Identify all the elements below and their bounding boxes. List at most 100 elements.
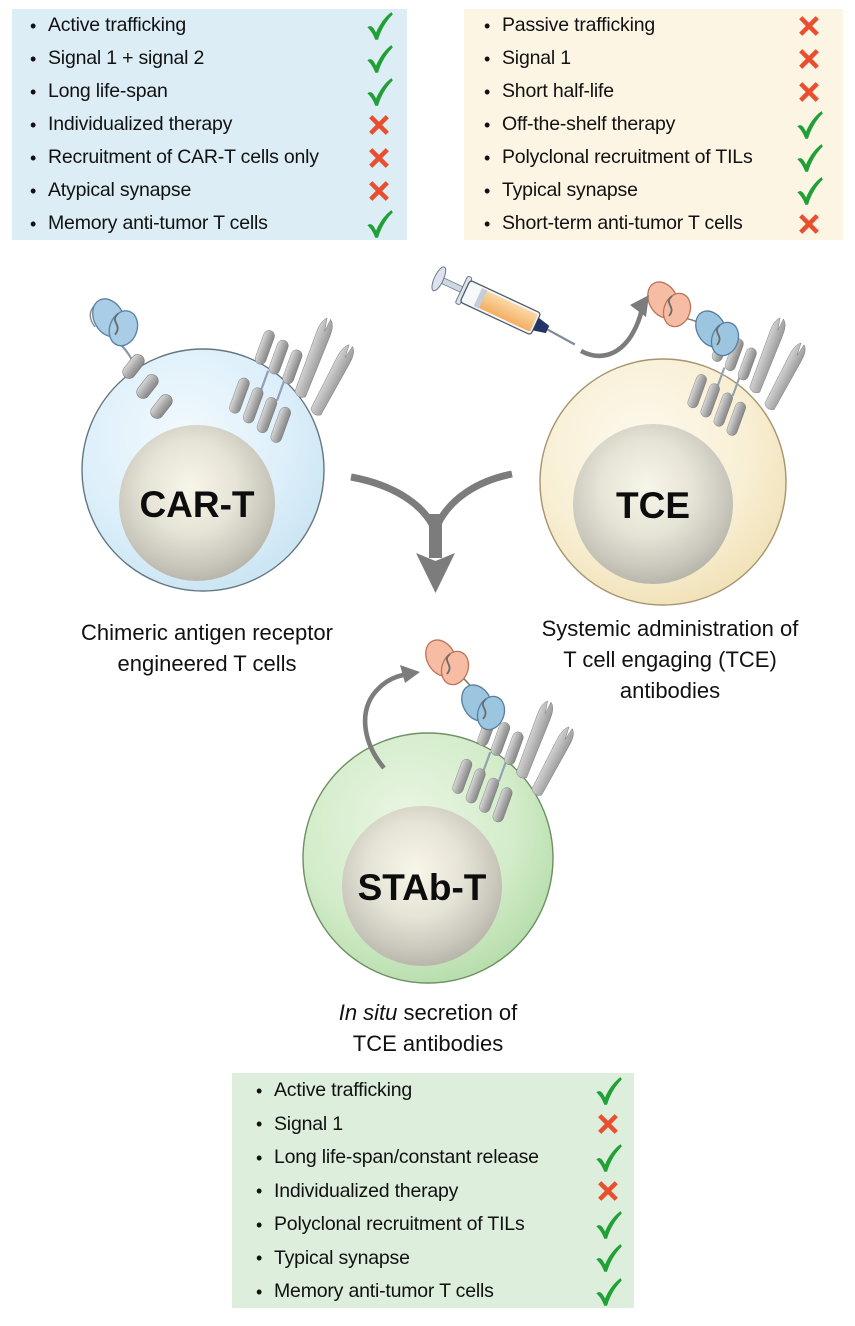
bullet-icon: • [256, 1214, 263, 1235]
feature-row: • Polyclonal recruitment of TILs [256, 1208, 630, 1242]
status-mark [357, 209, 401, 239]
bullet-icon: • [30, 180, 37, 201]
cross-icon [799, 15, 819, 36]
feature-label: Polyclonal recruitment of TILs [274, 1213, 525, 1236]
cross-icon [598, 1181, 618, 1202]
feature-row: •Signal 1 + signal 2 [30, 42, 401, 75]
caption-italic: In situ [338, 1000, 398, 1025]
feature-row: • Short half-life [484, 75, 831, 108]
status-mark [586, 1243, 630, 1273]
tce-caption: Systemic administration of T cell engagi… [502, 613, 838, 706]
cross-icon [369, 147, 389, 168]
car-t-cell-label: CAR-T [139, 484, 254, 525]
check-icon [595, 1210, 622, 1239]
status-mark [586, 1113, 630, 1135]
status-mark [787, 48, 831, 70]
illustration-canvas: CAR-T TCE [81, 266, 815, 984]
cross-icon [598, 1114, 618, 1135]
syringe-icon [431, 266, 576, 346]
feature-label: Signal 1 [274, 1112, 343, 1135]
feature-row: •Off-the-shelf therapy [484, 108, 831, 141]
check-icon [796, 143, 823, 172]
bullet-icon: • [484, 81, 491, 102]
caption-rest: secretion of [397, 1000, 518, 1025]
status-mark [586, 1277, 630, 1307]
feature-label: Recruitment of CAR-T cells only [48, 146, 319, 168]
car-receptor-icon [85, 292, 173, 419]
scfv-domains-icon [85, 292, 144, 351]
feature-label: Typical synapse [274, 1246, 410, 1269]
check-icon [595, 1277, 622, 1306]
feature-label: Memory anti-tumor T cells [48, 212, 268, 234]
status-mark [787, 176, 831, 206]
feature-label: Active trafficking [274, 1079, 413, 1102]
cross-icon [369, 114, 389, 135]
feature-label: Active trafficking [48, 14, 187, 36]
feature-row: •Memory anti-tumor T cells [256, 1275, 630, 1309]
status-mark [586, 1143, 630, 1173]
status-mark [586, 1210, 630, 1240]
feature-label: Individualized therapy [274, 1179, 459, 1202]
status-mark [357, 11, 401, 41]
feature-row: •Short-term anti-tumor T cells [484, 207, 831, 240]
bullet-icon: • [256, 1248, 263, 1269]
feature-row: • Typical synapse [256, 1242, 630, 1276]
bullet-icon: • [30, 114, 37, 135]
status-mark [787, 213, 831, 235]
caption-line: antibodies [619, 678, 721, 703]
check-icon [796, 176, 823, 205]
feature-row: •Active trafficking [30, 9, 401, 42]
bullet-icon: • [30, 81, 37, 102]
feature-row: • Atypical synapse [30, 174, 401, 207]
status-mark [586, 1180, 630, 1202]
stab-t-cell: STAb-T [302, 633, 584, 984]
feature-label: Short half-life [502, 80, 614, 102]
check-icon [366, 77, 393, 106]
injection-arrow-icon [579, 295, 649, 359]
car-t-features-box: •Active trafficking •Signal 1 + signal 2… [12, 9, 407, 240]
secretion-arrow-icon [362, 665, 420, 770]
bispecific-antibody-pink-icon [640, 275, 696, 332]
bullet-icon: • [484, 180, 491, 201]
cross-icon [369, 180, 389, 201]
bullet-icon: • [30, 147, 37, 168]
feature-row: •Passive trafficking [484, 9, 831, 42]
tce-nucleus [573, 424, 733, 584]
check-icon [796, 110, 823, 139]
bullet-icon: • [30, 213, 37, 234]
car-t-nucleus [119, 425, 275, 581]
feature-row: • Individualized therapy [256, 1175, 630, 1209]
stab-t-nucleus [342, 806, 502, 966]
bullet-icon: • [484, 213, 491, 234]
status-mark [787, 110, 831, 140]
merge-arrow-icon [350, 470, 513, 593]
feature-row: • Active trafficking [256, 1074, 630, 1108]
feature-label: Polyclonal recruitment of TILs [502, 146, 753, 168]
caption-line: T cell engaging (TCE) [563, 647, 777, 672]
tce-cell-label: TCE [616, 485, 690, 526]
bullet-icon: • [256, 1181, 263, 1202]
bullet-icon: • [256, 1080, 263, 1101]
caption-line: Chimeric antigen receptor [81, 620, 333, 645]
feature-row: • Signal 1 [256, 1108, 630, 1142]
feature-label: Individualized therapy [48, 113, 233, 135]
feature-row: • Polyclonal recruitment of TILs [484, 141, 831, 174]
caption-line: TCE antibodies [352, 1031, 504, 1056]
tce-features-box: •Passive trafficking •Signal 1 •Short ha… [464, 9, 843, 240]
feature-label: Atypical synapse [48, 179, 192, 201]
status-mark [787, 143, 831, 173]
car-t-cell: CAR-T [81, 292, 364, 592]
feature-label: Long life-span/constant release [274, 1146, 539, 1169]
cross-icon [799, 48, 819, 69]
bullet-icon: • [484, 114, 491, 135]
check-icon [366, 11, 393, 40]
tce-cell: TCE [539, 275, 815, 606]
bullet-icon: • [256, 1147, 263, 1168]
feature-label: Signal 1 + signal 2 [48, 47, 205, 69]
bullet-icon: • [256, 1114, 263, 1135]
status-mark [357, 180, 401, 202]
bullet-icon: • [484, 147, 491, 168]
caption-line: engineered T cells [117, 651, 297, 676]
bullet-icon: • [484, 48, 491, 69]
